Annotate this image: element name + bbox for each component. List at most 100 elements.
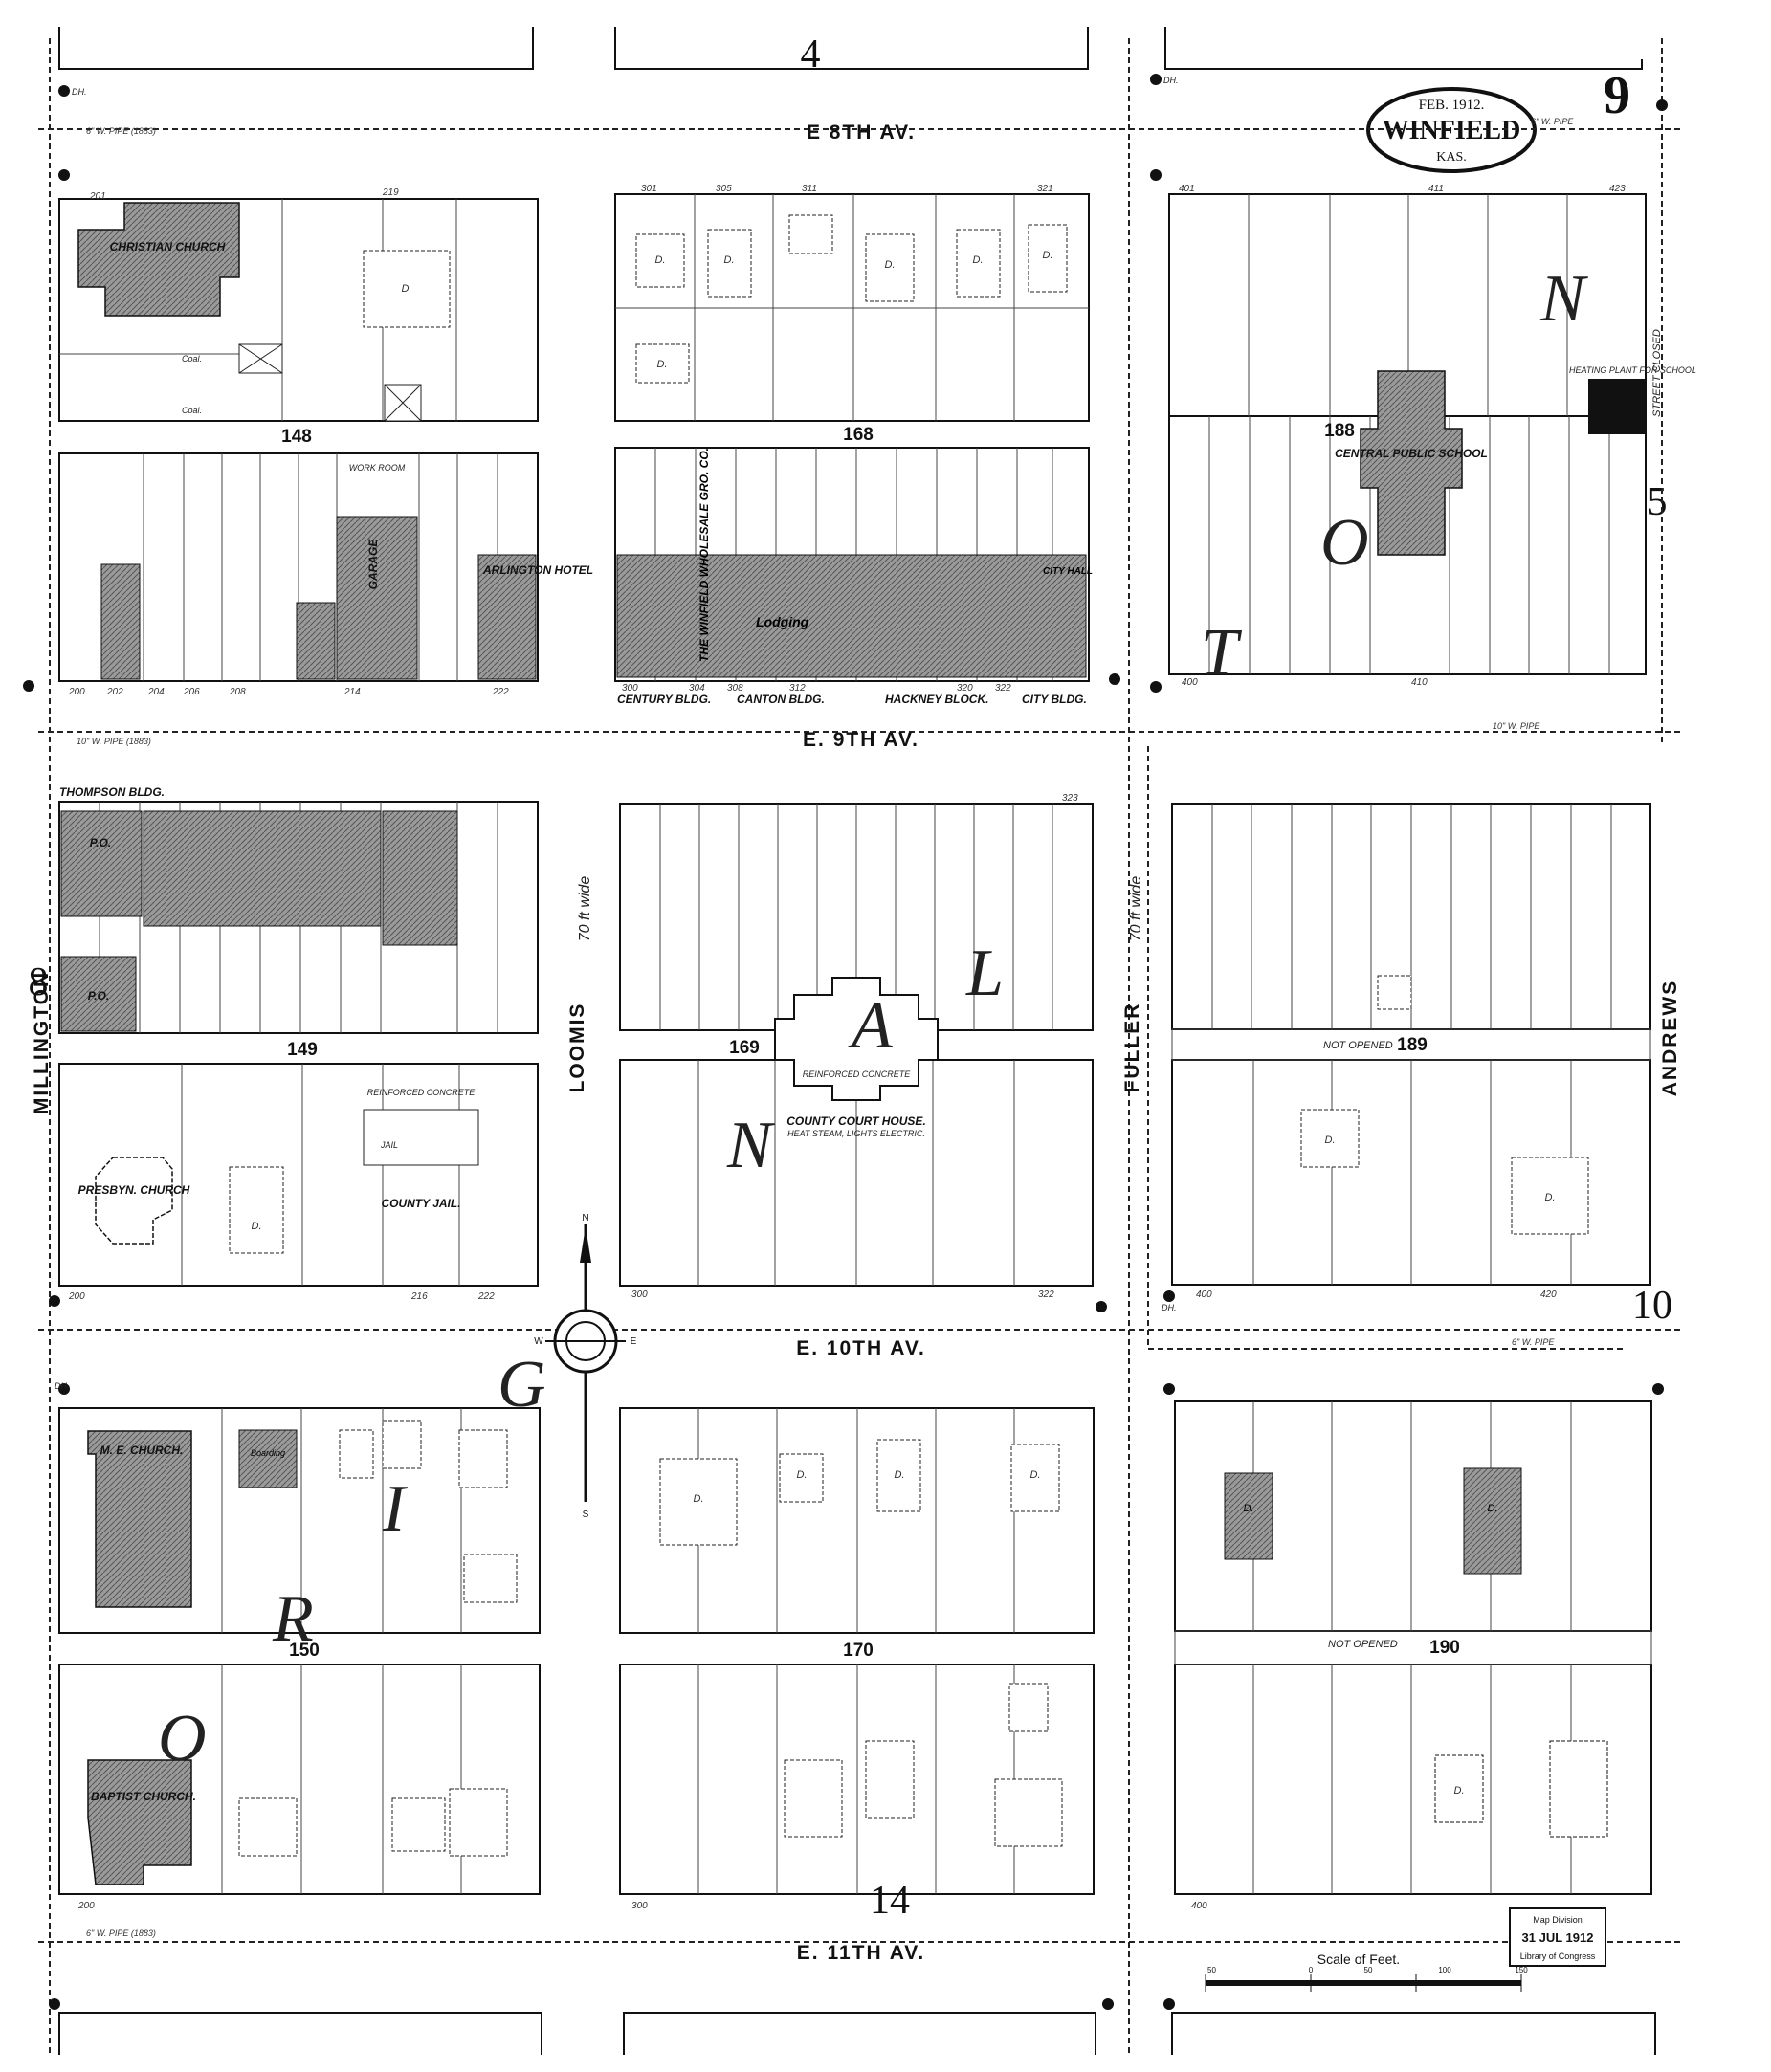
dwelling-label: D. <box>1545 1192 1556 1203</box>
letter-o: O <box>1320 506 1369 580</box>
jail-concrete-label: REINFORCED CONCRETE <box>367 1088 476 1097</box>
address: 400 <box>1191 1901 1207 1911</box>
street-width-loomis: 70 ft wide <box>577 876 593 942</box>
dwelling-label: D. <box>797 1469 808 1481</box>
dh-label: DH. <box>72 87 87 97</box>
baptist-church-label: BAPTIST CHURCH. <box>91 1790 196 1803</box>
sheet-ref-left: 8 <box>29 960 49 1004</box>
street-e-8th-av: E 8TH AV. <box>807 121 916 143</box>
city-hall-label: CITY HALL <box>1043 566 1093 577</box>
dwelling-label: D. <box>1454 1785 1465 1796</box>
street-closed-label: STREET CLOSED <box>1651 329 1663 417</box>
letter-i: I <box>382 1472 409 1546</box>
letter-n: N <box>1539 262 1588 336</box>
address: 200 <box>68 687 85 697</box>
address: 200 <box>68 1291 85 1302</box>
stores-168 <box>616 554 1087 678</box>
address: 206 <box>183 687 200 697</box>
canton-bldg-label: CANTON BLDG. <box>737 693 825 706</box>
address: 321 <box>1037 184 1053 194</box>
block-188: 188 <box>1324 421 1355 441</box>
county-jail-label: COUNTY JAIL. <box>381 1197 460 1210</box>
letter-t: T <box>1201 616 1243 690</box>
address: 411 <box>1428 184 1444 194</box>
block-170: 170 <box>843 1641 874 1661</box>
dwelling-label: D. <box>655 254 666 266</box>
address: 222 <box>492 687 509 697</box>
dwelling-label: D. <box>1043 250 1053 261</box>
sheet-ref-right-lower: 10 <box>1632 1284 1672 1328</box>
court-house-label: COUNTY COURT HOUSE. <box>786 1114 926 1128</box>
letter-g: G <box>498 1348 546 1422</box>
scale-tick-50-left: 50 <box>1207 1966 1216 1974</box>
compass-rose: N S E W <box>534 1213 636 1520</box>
dwellings-170 <box>659 1439 1063 1847</box>
christian-church-label: CHRISTIAN CHURCH <box>110 240 226 253</box>
library-stamp: Map Division 31 JUL 1912 Library of Cong… <box>1509 1907 1606 1967</box>
block-148: 148 <box>281 427 312 447</box>
address: 219 <box>382 187 399 198</box>
alley-not-opened-2: NOT OPENED <box>1328 1639 1398 1650</box>
address: 304 <box>689 683 705 694</box>
dh-label: DH. <box>1163 76 1179 85</box>
letter-a: A <box>848 989 893 1063</box>
block-outlines <box>58 193 1652 1895</box>
presbyn-church-label: PRESBYN. CHURCH <box>78 1183 190 1197</box>
scale-label: Scale of Feet. <box>1317 1951 1400 1967</box>
lodging-label: Lodging <box>756 614 809 629</box>
pipe-label: 10" W. PIPE <box>1493 721 1540 731</box>
address: 308 <box>727 683 743 694</box>
alley-189 <box>1171 1028 1651 1061</box>
me-church-label: M. E. CHURCH. <box>100 1444 184 1457</box>
workroom-label: WORK ROOM <box>349 463 406 473</box>
map-date: FEB. 1912. <box>1419 98 1485 113</box>
address: 400 <box>1196 1289 1212 1300</box>
block-190: 190 <box>1429 1638 1460 1658</box>
scale-bar: Scale of Feet. 50 0 50 100 150 <box>1205 1951 1528 1992</box>
letter-n-2: N <box>726 1109 775 1182</box>
dwelling-label: D. <box>657 359 668 370</box>
scale-tick-50: 50 <box>1364 1966 1373 1974</box>
county-court-house: REINFORCED CONCRETE COUNTY COURT HOUSE. … <box>774 977 939 1138</box>
title-cartouche: FEB. 1912. WINFIELD KAS. <box>1366 87 1537 173</box>
letter-l: L <box>965 937 1004 1010</box>
school-label: CENTRAL PUBLIC SCHOOL <box>1335 447 1488 460</box>
street-width-fuller: 70 ft wide <box>1128 876 1144 942</box>
boarding-label: Boarding <box>251 1448 285 1458</box>
street-millington: MILLINGTON <box>31 971 53 1114</box>
compass-s: S <box>583 1510 589 1520</box>
street-fuller: FULLER <box>1121 1003 1143 1093</box>
street-loomis: LOOMIS <box>566 1003 588 1093</box>
hackney-block-label: HACKNEY BLOCK. <box>885 693 988 706</box>
county-jail <box>363 1109 479 1166</box>
dwelling-label: D. <box>1244 1503 1254 1514</box>
block-149: 149 <box>287 1040 318 1060</box>
sheet-ref-right-upper: 5 <box>1648 480 1668 524</box>
coal-shed-label-2: Coal. <box>182 406 202 415</box>
stamp-line3: Library of Congress <box>1520 1951 1596 1961</box>
garage-label: GARAGE <box>366 539 380 590</box>
street-andrews: ANDREWS <box>1659 980 1681 1097</box>
dwelling <box>363 250 451 328</box>
pipe-label: 6" W. PIPE (1883) <box>86 126 156 136</box>
address: 423 <box>1609 184 1626 194</box>
baptist-church: BAPTIST CHURCH. <box>87 1759 196 1885</box>
stamp-line2: 31 JUL 1912 <box>1522 1930 1594 1945</box>
scale-tick-0: 0 <box>1309 1966 1314 1974</box>
stores-148 <box>100 516 537 680</box>
address: 311 <box>802 184 817 194</box>
address: 300 <box>622 683 638 694</box>
address: 401 <box>1179 184 1195 194</box>
address: 201 <box>89 191 106 202</box>
dwelling-label: D. <box>1325 1135 1336 1146</box>
address: 305 <box>716 184 732 194</box>
heating-plant <box>1588 379 1646 434</box>
block-150: 150 <box>289 1641 320 1661</box>
adjacent-sheet-frames <box>58 27 1656 2055</box>
heating-plant-label: HEATING PLANT FOR SCHOOL <box>1569 365 1696 375</box>
court-concrete-label: REINFORCED CONCRETE <box>803 1069 912 1079</box>
block-189: 189 <box>1397 1035 1428 1055</box>
dwelling-label: D. <box>1488 1503 1498 1514</box>
dwelling-label: D. <box>252 1221 262 1232</box>
address: 300 <box>631 1289 648 1300</box>
